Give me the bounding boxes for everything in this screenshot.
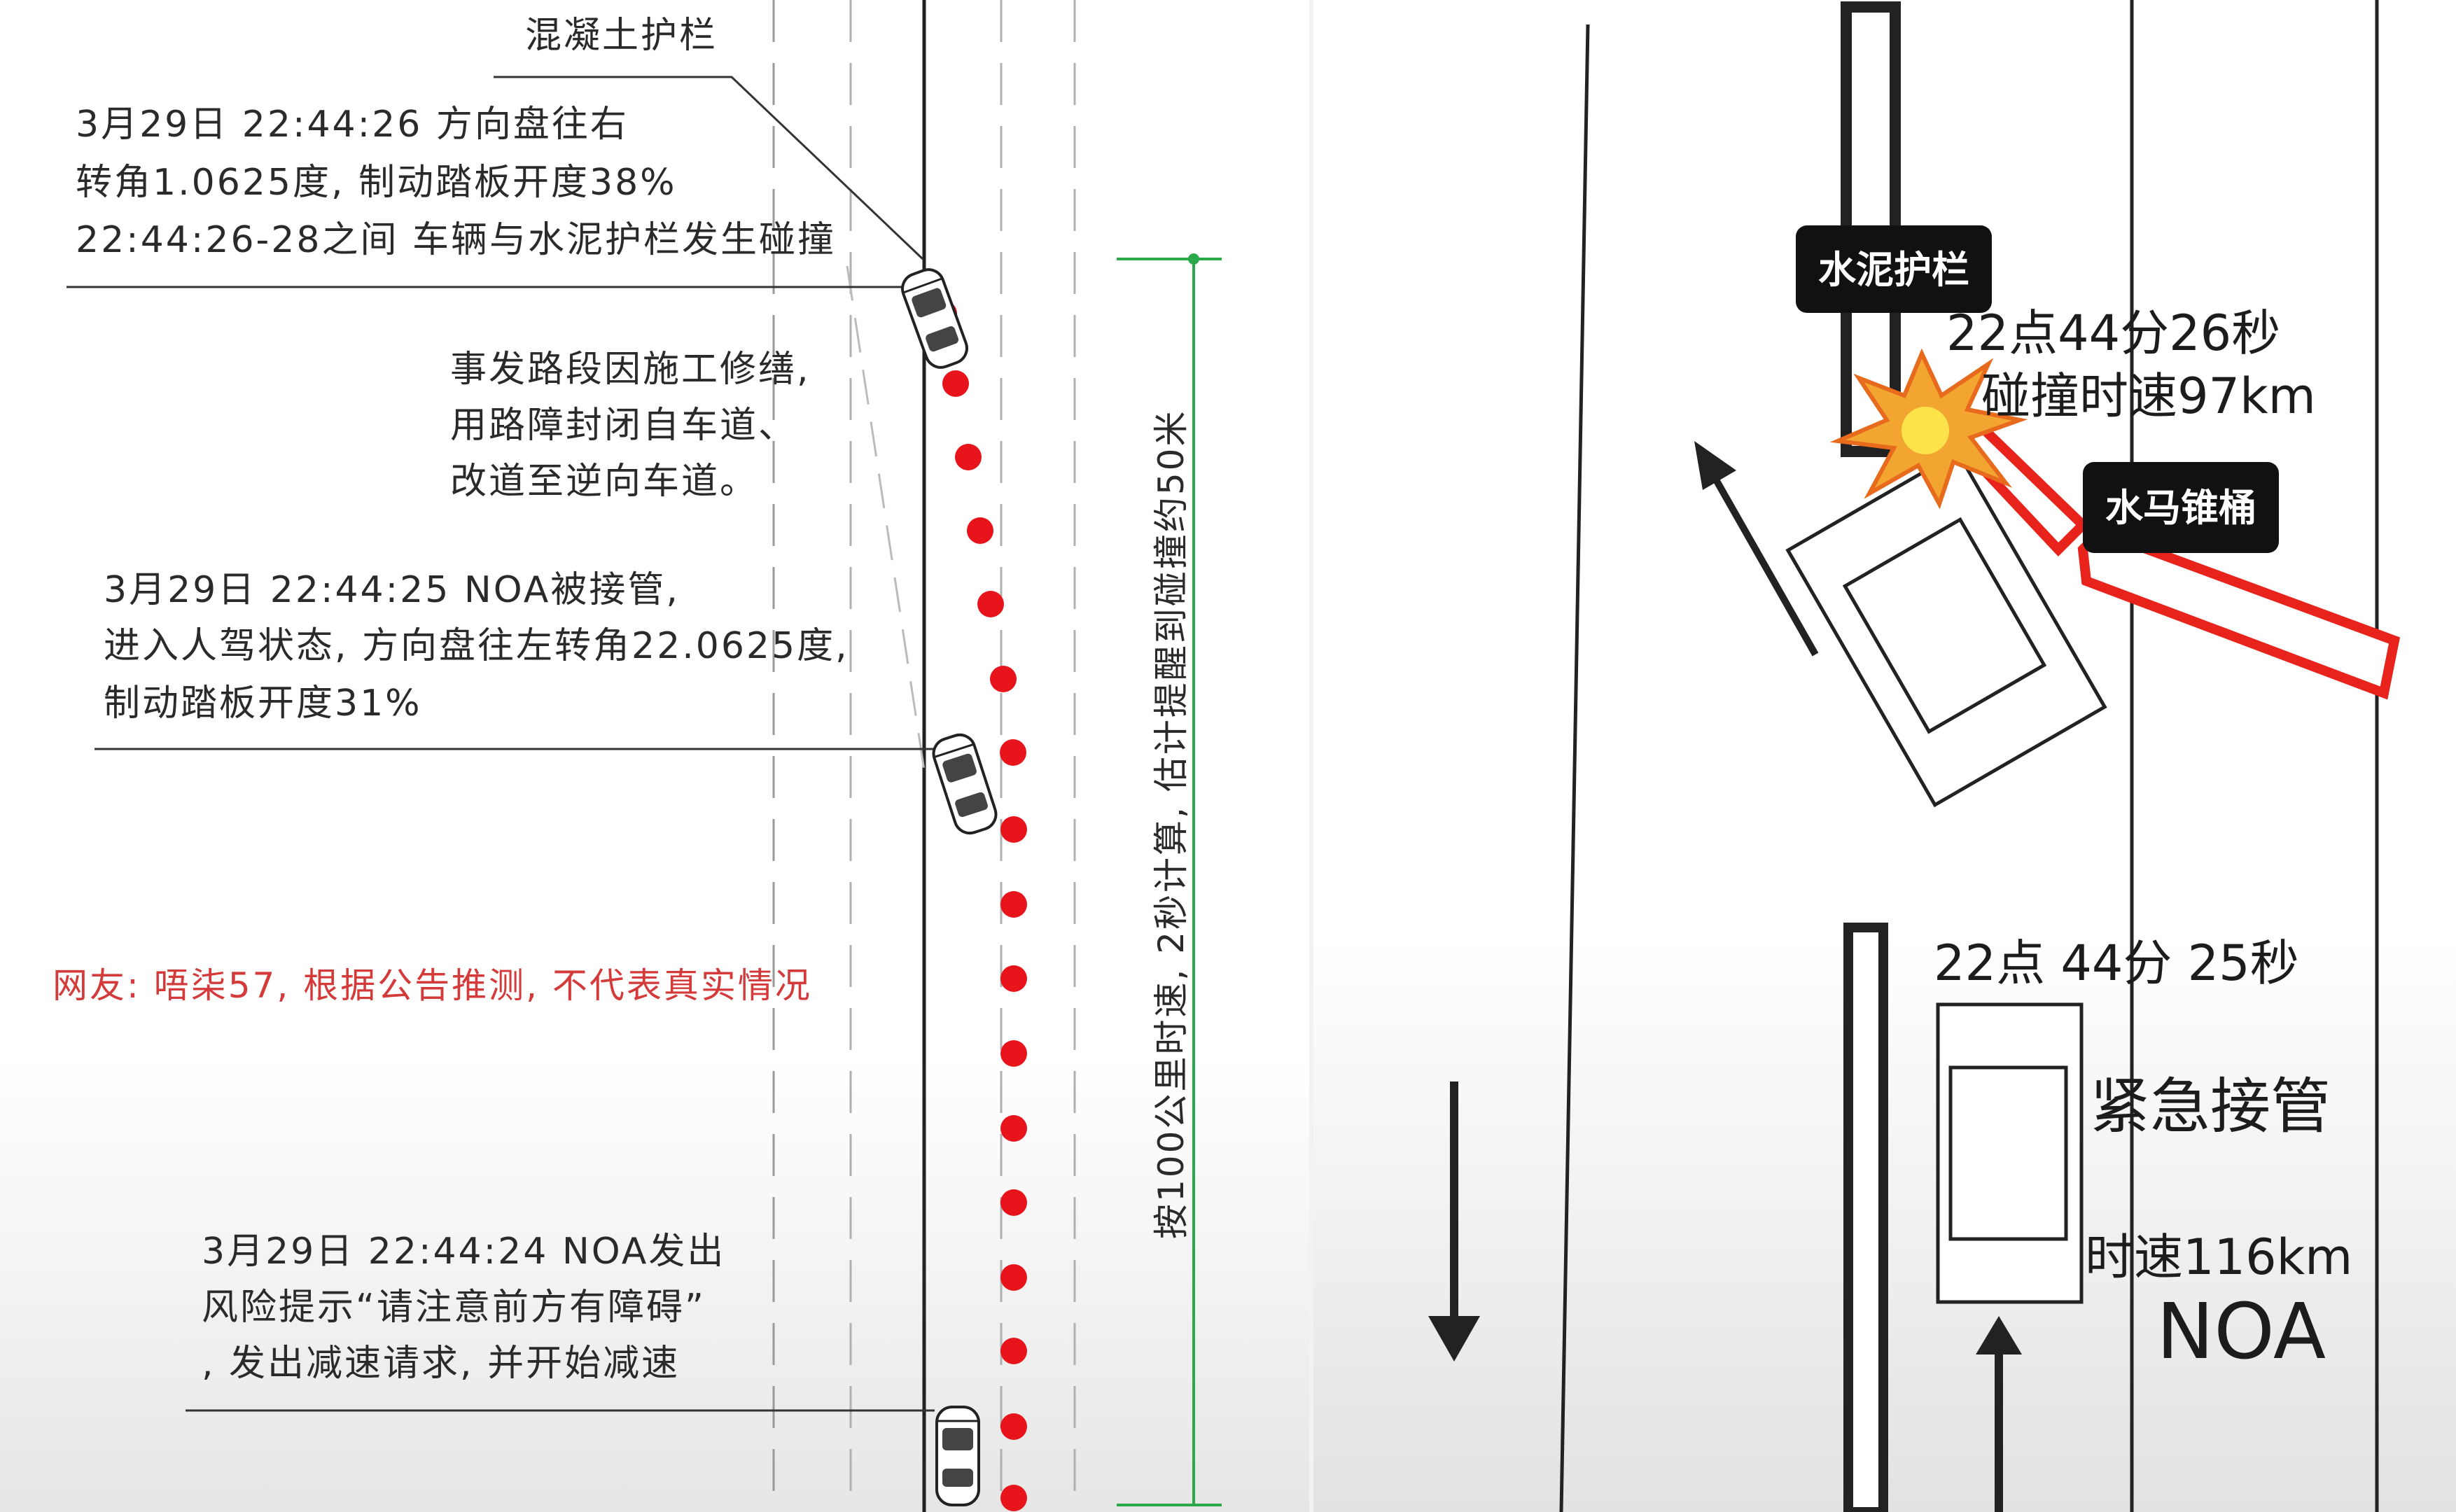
trajectory-dot	[1000, 816, 1027, 843]
note-line: 3月29日 22:44:25 NOA被接管,	[104, 569, 680, 611]
car-takeover	[932, 733, 998, 835]
car-collision	[901, 268, 968, 369]
trajectory-dot	[967, 517, 993, 544]
note-line: , 发出减速请求, 并开始减速	[202, 1343, 680, 1385]
trajectory-dot	[955, 444, 982, 470]
diverted-lane-line	[846, 265, 926, 771]
note-line: 制动踏板开度31%	[104, 682, 422, 724]
right-panel: 水泥护栏 水马锥桶 22点44分26秒 碰撞时速97km 22点 44分 25秒…	[1313, 0, 2456, 1512]
crashed-car	[1785, 449, 2107, 808]
trajectory-dot	[1000, 1338, 1027, 1364]
note-line: 22:44:26-28之间 车辆与水泥护栏发生碰撞	[76, 219, 836, 261]
note-2644-24: 3月29日 22:44:24 NOA发出 风险提示“请注意前方有障碍” , 发出…	[202, 1231, 725, 1385]
arrow-up-icon	[1976, 1316, 2022, 1354]
note-line: 3月29日 22:44:24 NOA发出	[202, 1231, 725, 1273]
trajectory-dot	[1000, 1115, 1027, 1142]
note-2644-26: 3月29日 22:44:26 方向盘往右 转角1.0625度, 制动踏板开度38…	[76, 104, 836, 261]
trajectory-dot	[1000, 1189, 1027, 1216]
swerve-arrow-shaft	[1710, 474, 1819, 657]
note-2644-25: 3月29日 22:44:25 NOA被接管, 进入人驾状态, 方向盘往左转角22…	[104, 569, 849, 724]
distance-estimate-note: 按100公里时速, 2秒计算, 估计提醒到碰撞约50米	[1151, 410, 1192, 1239]
distance-bracket-end	[1188, 253, 1199, 265]
netizen-disclaimer: 网友: 唔柒57, 根据公告推测, 不代表真实情况	[53, 965, 812, 1006]
left-panel-background	[0, 0, 1309, 1512]
cone-tag: 水马锥桶	[2083, 462, 2279, 553]
note-line: 风险提示“请注意前方有障碍”	[202, 1287, 706, 1329]
note-line: 转角1.0625度, 制动踏板开度38%	[76, 162, 677, 204]
mode-label: NOA	[2156, 1287, 2326, 1376]
collision-time: 22点44分26秒	[1946, 304, 2280, 362]
left-panel: 混凝土护栏 3月29日 22:44:26 方向盘往右 转角1.0625度, 制动…	[0, 0, 1309, 1512]
collision-speed: 碰撞时速97km	[1981, 368, 2316, 425]
note-line: 改道至逆向车道。	[450, 461, 758, 503]
takeover-title: 紧急接管	[2090, 1072, 2331, 1142]
panel-divider	[1309, 0, 1313, 1512]
tag-background	[1796, 225, 1992, 313]
trajectory-dots	[930, 300, 1027, 1511]
trajectory-dot	[1000, 1413, 1027, 1440]
swerve-arrow-icon	[1694, 441, 1736, 490]
trajectory-dot	[1000, 739, 1026, 766]
barrier-tag-label: 水泥护栏	[1818, 248, 1969, 292]
arrow-down-icon	[1428, 1316, 1480, 1362]
note-line: 事发路段因施工修缮,	[450, 349, 811, 391]
trajectory-dot	[1000, 965, 1027, 992]
barrier-label: 混凝土护栏	[525, 15, 718, 57]
road-edge-line	[1559, 24, 1590, 1512]
trajectory-dot	[1000, 1264, 1027, 1291]
car-warning	[935, 1406, 980, 1506]
trajectory-dot	[942, 370, 969, 397]
trajectory-dot	[1000, 1040, 1027, 1067]
trajectory-dot	[1000, 891, 1027, 918]
note-line: 进入人驾状态, 方向盘往左转角22.0625度,	[104, 625, 849, 667]
cone-tag-label: 水马锥桶	[2105, 486, 2256, 530]
takeover-car	[1936, 1002, 2084, 1304]
takeover-time: 22点 44分 25秒	[1934, 934, 2299, 992]
note-line: 3月29日 22:44:26 方向盘往右	[76, 104, 629, 146]
tag-background	[2083, 462, 2279, 553]
leader-line-barrier	[494, 76, 924, 260]
trajectory-dot	[977, 591, 1004, 617]
note-line: 用路障封闭自车道、	[450, 405, 797, 447]
trajectory-dot	[1000, 1485, 1027, 1511]
note-construction: 事发路段因施工修缮, 用路障封闭自车道、 改道至逆向车道。	[450, 349, 811, 503]
concrete-barrier-lower	[1843, 923, 1888, 1512]
barrier-tag: 水泥护栏	[1796, 225, 1992, 313]
collision-burst-core	[1902, 407, 1949, 454]
trajectory-dot	[990, 666, 1017, 692]
takeover-speed: 时速116km	[2085, 1228, 2352, 1286]
